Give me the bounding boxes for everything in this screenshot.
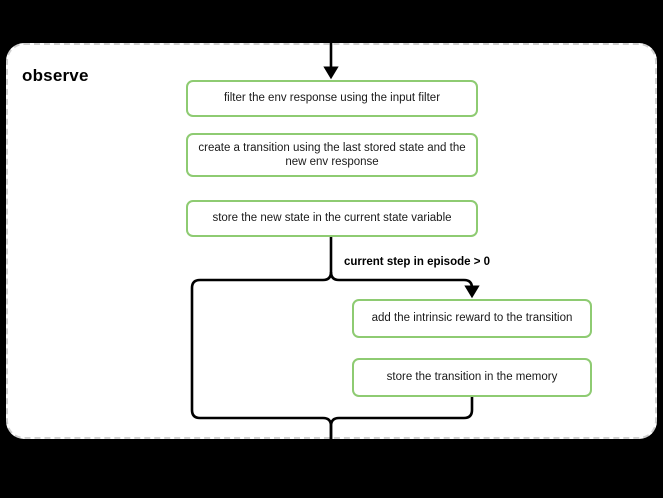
node-filter-env-response[interactable]: filter the env response using the input …	[186, 80, 478, 117]
node-create-transition[interactable]: create a transition using the last store…	[186, 133, 478, 177]
edge-label-current-step-condition: current step in episode > 0	[344, 256, 491, 268]
node-store-transition-memory[interactable]: store the transition in the memory	[352, 358, 592, 397]
node-add-intrinsic-reward[interactable]: add the intrinsic reward to the transiti…	[352, 299, 592, 338]
node-store-new-state[interactable]: store the new state in the current state…	[186, 200, 478, 237]
observe-subgraph-title: observe	[22, 66, 89, 85]
